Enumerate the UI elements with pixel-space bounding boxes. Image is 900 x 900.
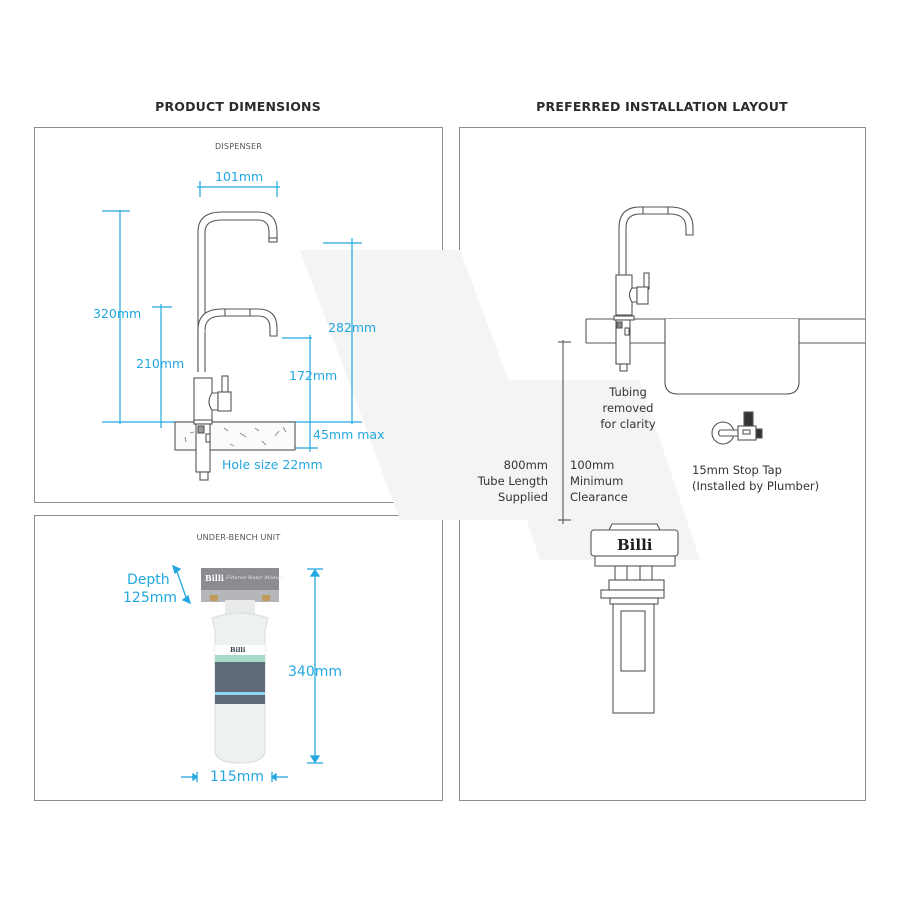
total-height-dimension: 320mm <box>93 306 142 321</box>
height-dimension: 340mm <box>288 664 342 680</box>
stop-tap-line-1: 15mm Stop Tap <box>692 463 782 477</box>
filter-unit-handle <box>608 523 661 531</box>
tube-length-line-3: Supplied <box>498 490 548 504</box>
depth-label: Depth <box>127 572 170 588</box>
installation-layout-heading: PREFERRED INSTALLATION LAYOUT <box>536 99 788 114</box>
tube-length-line-1: 800mm <box>503 458 548 472</box>
tube-length-line-2: Tube Length <box>477 474 548 488</box>
upper-clearance-dimension: 282mm <box>328 320 377 335</box>
lower-clearance-dimension: 172mm <box>289 368 338 383</box>
bench-thickness-dimension: 45mm max <box>313 427 385 442</box>
product-dimensions-heading: PRODUCT DIMENSIONS <box>155 99 321 114</box>
hole-size-dimension: Hole size 22mm <box>222 457 323 472</box>
clearance-line-2: Minimum <box>570 474 624 488</box>
tube-length-note: 800mm Tube Length Supplied <box>470 457 548 505</box>
sink-basin <box>664 319 800 395</box>
spout-height-dimension: 210mm <box>136 356 185 371</box>
module-brand-logo: Billi <box>205 573 224 583</box>
filter-brand-logo: Billi <box>230 646 246 654</box>
tubing-note-line-3: for clarity <box>600 417 656 431</box>
tubing-note-line-1: Tubing <box>609 385 647 399</box>
filter-module-head <box>201 568 279 590</box>
module-text: Filtered Water Module <box>226 575 284 581</box>
width-dimension: 101mm <box>215 169 264 184</box>
tubing-note-line-2: removed <box>602 401 654 415</box>
tubing-note: Tubing removed for clarity <box>590 384 666 432</box>
clearance-line-1: 100mm <box>570 458 615 472</box>
stop-tap-note: 15mm Stop Tap (Installed by Plumber) <box>692 462 819 494</box>
under-bench-label: UNDER-BENCH UNIT <box>196 533 281 542</box>
width-dimension-unit: 115mm <box>210 769 264 785</box>
clearance-line-3: Clearance <box>570 490 628 504</box>
dispenser-label: DISPENSER <box>215 142 262 151</box>
depth-dimension: 125mm <box>123 590 177 606</box>
clearance-note: 100mm Minimum Clearance <box>570 457 628 505</box>
unit-brand-logo: Billi <box>617 536 653 554</box>
stop-tap-line-2: (Installed by Plumber) <box>692 479 820 493</box>
